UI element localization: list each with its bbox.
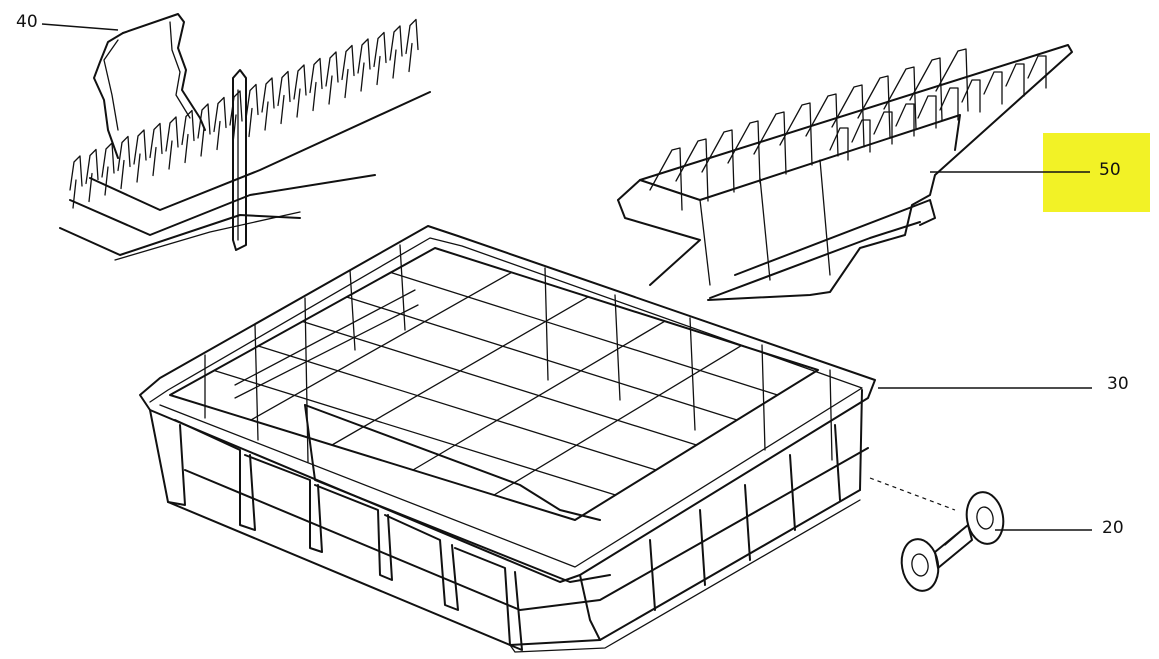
- callout-40-label: 40: [16, 12, 38, 32]
- wire-segment: [133, 129, 147, 165]
- wire-segment: [261, 77, 275, 113]
- wire-segment: [701, 129, 735, 193]
- wire-segment: [727, 120, 761, 184]
- wire-segment: [216, 120, 221, 151]
- wire-segment: [200, 127, 205, 157]
- part-50-plate-rack: [617, 44, 1073, 301]
- wire-segment: [213, 369, 617, 496]
- wire-segment: [935, 48, 969, 112]
- callout-30-label: 30: [1107, 374, 1129, 394]
- wire-segment: [649, 147, 683, 211]
- wire-segment: [197, 103, 211, 139]
- wire-segment: [753, 111, 787, 175]
- wire-segment: [961, 79, 981, 113]
- wire-segment: [346, 296, 738, 421]
- wire-segment: [1027, 55, 1047, 89]
- wire-segment: [213, 96, 227, 133]
- wire-segment: [412, 320, 666, 471]
- wire-segment: [376, 55, 381, 86]
- callout-50-label: 50: [1099, 160, 1121, 180]
- wire-segment: [389, 25, 403, 61]
- wire-segment: [357, 38, 371, 74]
- wire-segment: [344, 68, 349, 99]
- wire-segment: [325, 51, 339, 87]
- wire-segment: [181, 109, 195, 146]
- wire-segment: [831, 84, 865, 148]
- wire-segment: [392, 49, 397, 79]
- wire-segment: [895, 103, 915, 137]
- wire-segment: [309, 57, 323, 94]
- callout-40-leader: [41, 23, 119, 31]
- wire-segment: [405, 18, 419, 55]
- wire-segment: [857, 75, 891, 139]
- wire-segment: [493, 344, 743, 496]
- wire-segment: [69, 155, 83, 191]
- part-20-wheels: [900, 491, 1005, 592]
- wire-segment: [293, 64, 307, 100]
- wire-segment: [149, 122, 163, 159]
- wire-segment: [675, 138, 709, 202]
- wire-segment: [277, 70, 291, 107]
- wire-segment: [360, 62, 365, 92]
- wire-segment: [248, 107, 253, 138]
- wire-segment: [779, 102, 813, 166]
- wire-segment: [873, 111, 893, 145]
- wire-segment: [85, 148, 99, 185]
- wire-segment: [136, 153, 141, 183]
- wire-segment: [312, 81, 317, 112]
- wire-segment: [883, 66, 917, 130]
- wire-segment: [168, 140, 173, 170]
- wire-segment: [1005, 63, 1025, 97]
- wire-segment: [829, 127, 849, 161]
- wire-segment: [373, 31, 387, 68]
- wire-segment: [331, 296, 589, 446]
- wire-segment: [88, 172, 93, 203]
- wire-segment: [264, 101, 269, 131]
- wire-segment: [280, 94, 285, 125]
- wire-segment: [257, 345, 657, 471]
- wire-segment: [104, 166, 109, 196]
- wire-segment: [939, 87, 959, 121]
- wire-segment: [232, 114, 237, 144]
- part-40-small-rack: [59, 13, 431, 261]
- wire-segment: [983, 71, 1003, 105]
- wire-segment: [341, 44, 355, 81]
- wire-segment: [245, 83, 259, 120]
- wire-segment: [101, 142, 115, 178]
- wire-segment: [390, 271, 779, 396]
- part-30-lower-basket: [139, 225, 876, 653]
- wire-segment: [917, 95, 937, 129]
- wire-segment: [805, 93, 839, 157]
- wire-segment: [408, 42, 413, 73]
- wire-segment: [184, 133, 189, 164]
- wire-segment: [72, 179, 77, 209]
- wire-segment: [250, 271, 513, 421]
- wire-segment: [328, 75, 333, 105]
- wire-segment: [165, 116, 179, 152]
- wire-segment: [229, 90, 243, 126]
- wire-segment: [117, 135, 131, 172]
- wheel-assembly-dashed-line: [869, 477, 956, 511]
- wire-segment: [296, 88, 301, 118]
- wire-segment: [152, 146, 157, 177]
- wire-segment: [851, 119, 871, 153]
- wire-segment: [120, 159, 125, 190]
- wire-segment: [909, 57, 943, 121]
- wire-segment: [301, 320, 698, 446]
- callout-20-label: 20: [1102, 518, 1124, 538]
